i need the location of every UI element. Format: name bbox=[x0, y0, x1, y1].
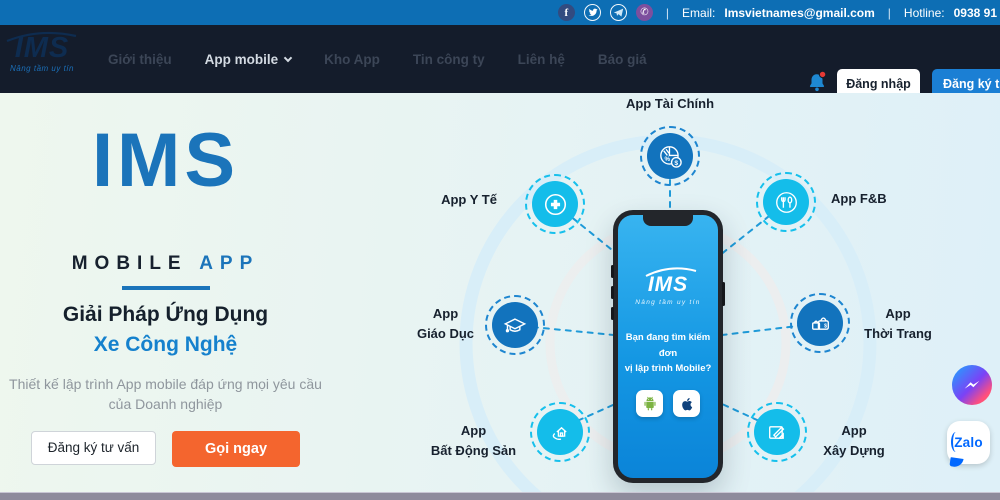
platform-icons bbox=[618, 390, 718, 418]
nav-item-lien-he[interactable]: Liên hệ bbox=[517, 51, 565, 67]
phone-side-button bbox=[722, 282, 725, 306]
logo-swoosh-icon bbox=[6, 31, 77, 43]
subtitle-mobile: MOBILE bbox=[71, 253, 188, 274]
graduation-cap-icon bbox=[492, 302, 538, 348]
construction-label: App Xây Dựng bbox=[808, 421, 900, 461]
twitter-icon[interactable] bbox=[583, 4, 601, 21]
label-line: Bất Động Sản bbox=[430, 443, 517, 459]
email-link[interactable]: Imsvietnames@gmail.com bbox=[724, 5, 875, 20]
hero-left: IMS MOBILE APP Giải Pháp Ứng Dụng Xe Côn… bbox=[8, 93, 323, 467]
logo-swoosh-icon bbox=[645, 267, 697, 277]
nav-item-gioi-thieu[interactable]: Giới thiệu bbox=[108, 51, 172, 67]
label-line: Giáo Dục bbox=[416, 326, 475, 342]
label-line: App bbox=[885, 306, 911, 321]
hero-heading-1: Giải Pháp Ứng Dụng bbox=[62, 303, 269, 326]
hotline-label: Hotline: bbox=[903, 5, 945, 20]
blueprint-pencil-icon bbox=[754, 409, 800, 455]
handbag-icon: $ bbox=[797, 300, 843, 346]
phone-mockup: IMS Nâng tầm uy tín Bạn đang tìm kiếm đơ… bbox=[611, 210, 725, 483]
nav-item-label: App mobile bbox=[204, 51, 279, 67]
desc-line2: của Doanh nghiệp bbox=[108, 396, 223, 413]
viber-icon[interactable]: ✆ bbox=[635, 4, 653, 21]
svg-text:%: % bbox=[664, 156, 670, 163]
topbar-divider: | bbox=[665, 5, 670, 20]
phone-screen: IMS Nâng tầm uy tín Bạn đang tìm kiếm đơ… bbox=[618, 215, 718, 478]
realestate-label: App Bất Động Sản bbox=[416, 421, 531, 461]
nav-item-bao-gia[interactable]: Báo giá bbox=[597, 51, 647, 67]
finance-node: % $ bbox=[640, 126, 700, 186]
finance-icon: % $ bbox=[647, 133, 693, 179]
topbar: f ✆ | Email: Imsvietnames@gmail.com | Ho… bbox=[0, 0, 1000, 25]
facebook-icon[interactable]: f bbox=[557, 4, 575, 21]
hero-section: IMS MOBILE APP Giải Pháp Ứng Dụng Xe Côn… bbox=[0, 93, 1000, 492]
phone-side-button bbox=[611, 265, 614, 278]
fashion-label: App Thời Trang bbox=[853, 304, 943, 344]
phone-side-button bbox=[611, 307, 614, 320]
notification-bell-icon[interactable] bbox=[806, 70, 828, 99]
fashion-node: $ bbox=[790, 293, 850, 353]
android-icon bbox=[636, 390, 663, 418]
label-line: Thời Trang bbox=[864, 326, 932, 342]
ims-logo[interactable]: IMS Nâng tầm uy tín bbox=[0, 31, 88, 73]
finance-label: App Tài Chính bbox=[625, 96, 715, 111]
education-node bbox=[485, 295, 545, 355]
label-line: App bbox=[841, 423, 867, 438]
phone-question: Bạn đang tìm kiếm đơn vị lập trình Mobil… bbox=[618, 330, 718, 377]
zalo-chat-button[interactable]: Zalo bbox=[947, 421, 990, 468]
consult-button[interactable]: Đăng ký tư vấn bbox=[31, 430, 156, 465]
nav-menu: Giới thiệu App mobile Kho App Tin công t… bbox=[108, 25, 647, 93]
subtitle-app: APP bbox=[199, 253, 260, 274]
telegram-icon[interactable] bbox=[609, 4, 627, 21]
nav-item-kho-app[interactable]: Kho App bbox=[324, 51, 380, 67]
nav-item-tin-cong-ty[interactable]: Tin công ty bbox=[412, 51, 485, 67]
realestate-node bbox=[530, 402, 590, 462]
zalo-crescent-icon bbox=[951, 432, 961, 452]
logo-text: IMS bbox=[14, 32, 70, 64]
hero-brand: IMS bbox=[91, 118, 240, 203]
chevron-down-icon bbox=[283, 53, 293, 62]
phone-ims-logo: IMS bbox=[645, 267, 697, 297]
phone-side-button bbox=[611, 286, 614, 299]
question-line: vị lập trình Mobile? bbox=[624, 363, 712, 375]
construction-node bbox=[747, 402, 807, 462]
navbar: IMS Nâng tầm uy tín Giới thiệu App mobil… bbox=[0, 25, 1000, 98]
house-hand-icon bbox=[537, 409, 583, 455]
logo-tagline: Nâng tầm uy tín bbox=[10, 64, 74, 73]
email-label: Email: bbox=[682, 5, 716, 20]
apple-icon bbox=[673, 390, 700, 418]
accent-underline bbox=[121, 286, 210, 290]
nav-item-app-mobile[interactable]: App mobile bbox=[204, 51, 293, 67]
fork-spoon-icon bbox=[763, 179, 809, 225]
food-node bbox=[756, 172, 816, 232]
medical-cross-icon bbox=[532, 181, 578, 227]
phone-logo-tagline: Nâng tầm uy tín bbox=[635, 299, 701, 306]
education-label: App Giáo Dục bbox=[403, 304, 488, 344]
question-line: Bạn đang tìm kiếm đơn bbox=[625, 332, 711, 359]
cta-row: Đăng ký tư vấn Gọi ngay bbox=[8, 430, 323, 467]
medical-node bbox=[525, 174, 585, 234]
hero-subtitle: MOBILE APP bbox=[8, 253, 323, 275]
label-line: App bbox=[460, 423, 487, 438]
next-section-edge bbox=[0, 492, 1000, 500]
desc-line1: Thiết kế lập trình App mobile đáp ứng mọ… bbox=[9, 376, 322, 392]
svg-text:$: $ bbox=[674, 159, 678, 166]
zalo-label: Zalo bbox=[954, 435, 983, 450]
food-label: App F&B bbox=[831, 191, 887, 206]
messenger-bolt-icon bbox=[964, 380, 980, 389]
topbar-divider: | bbox=[887, 5, 891, 20]
call-now-button[interactable]: Gọi ngay bbox=[172, 430, 300, 467]
hotline-link[interactable]: 0938 91 bbox=[953, 5, 997, 20]
label-line: Xây Dựng bbox=[823, 443, 885, 459]
medical-label: App Y Tế bbox=[441, 192, 497, 207]
hero-heading-2: Xe Công Nghệ bbox=[93, 333, 238, 356]
messenger-chat-button[interactable] bbox=[952, 365, 992, 405]
hero-description: Thiết kế lập trình App mobile đáp ứng mọ… bbox=[8, 374, 323, 415]
label-line: App bbox=[432, 306, 459, 321]
svg-text:$: $ bbox=[824, 323, 827, 329]
phone-notch bbox=[643, 215, 693, 226]
